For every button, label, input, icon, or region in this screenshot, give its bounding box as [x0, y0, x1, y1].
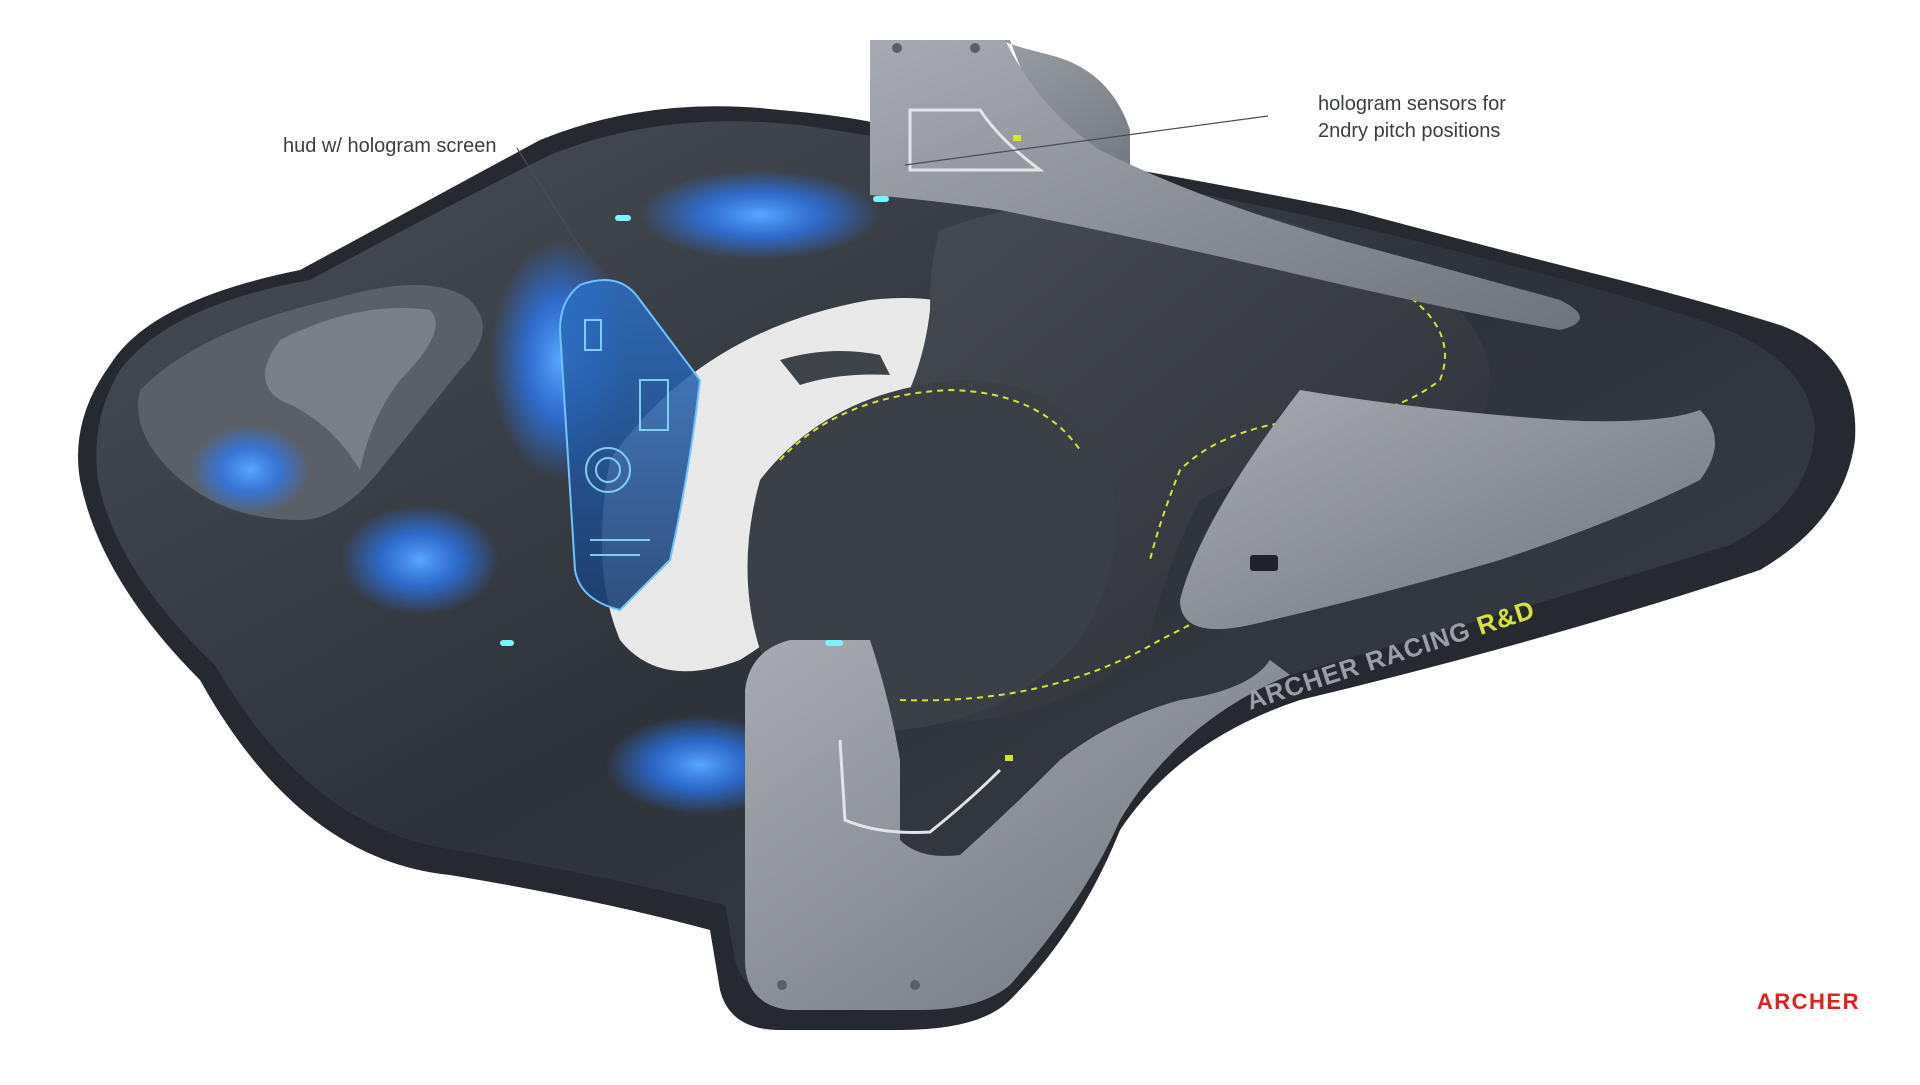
cyan-indicators: [500, 196, 889, 646]
top-panel-recess: [908, 108, 1045, 172]
yellow-indicators: [1005, 135, 1021, 761]
glow-left-low: [340, 505, 500, 615]
glow-left-mid: [190, 425, 310, 515]
hologram-hud-screen: [558, 279, 702, 612]
leader-line-sensors: [904, 115, 1269, 166]
fixture-bolts: [777, 43, 980, 990]
rear-panel-top-body: [870, 40, 1580, 330]
nose-wing: [265, 308, 436, 470]
front-panel-bottom: [745, 640, 1290, 1010]
steering-yoke: [780, 351, 890, 385]
seat-buckle: [1250, 555, 1278, 571]
brand-logo: ARCHER: [1756, 989, 1860, 1014]
front-panel-recess: [838, 739, 1002, 834]
annotation-sensors-line2: 2ndry pitch positions: [1318, 120, 1501, 142]
glow-top: [640, 170, 880, 260]
hud-graphics: [584, 319, 669, 556]
annotation-sensors: hologram sensors for 2ndry pitch positio…: [1318, 91, 1506, 145]
side-panel-right: [1180, 390, 1715, 630]
annotation-sensors-line1: hologram sensors for: [1318, 93, 1506, 115]
annotation-hud-text: hud w/ hologram screen: [283, 135, 497, 157]
cushion-stitching: [779, 388, 1081, 461]
annotation-hud: hud w/ hologram screen: [283, 133, 496, 160]
leader-line-hud: [516, 147, 586, 256]
